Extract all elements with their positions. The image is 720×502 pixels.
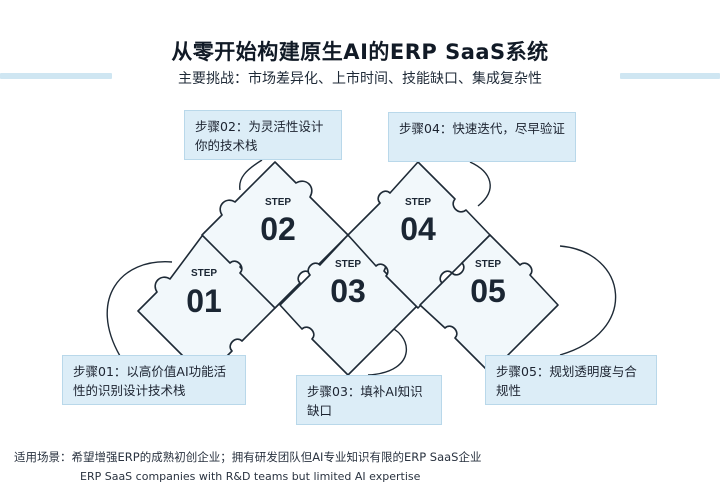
callout-step-03-text: 步骤03：填补AI知识缺口	[307, 384, 423, 418]
step-01-label: STEP	[191, 268, 217, 279]
callout-step-01: 步骤01：以高价值AI功能活性的识别设计技术栈	[62, 355, 246, 405]
page-subtitle: 主要挑战：市场差异化、上市时间、技能缺口、集成复杂性	[178, 71, 542, 87]
footer-use-case-en: ERP SaaS companies with R&D teams but li…	[80, 470, 421, 483]
callout-step-05-text: 步骤05：规划透明度与合规性	[496, 364, 637, 398]
decorative-bar-left	[0, 73, 112, 79]
step-03-number: 03	[330, 273, 366, 309]
step-01-number: 01	[186, 283, 222, 319]
callout-step-02-text: 步骤02：为灵活性设计你的技术栈	[195, 119, 324, 153]
callout-step-03: 步骤03：填补AI知识缺口	[296, 375, 442, 425]
step-02-number: 02	[260, 211, 296, 247]
connector-step02	[239, 159, 263, 191]
step-02-label: STEP	[265, 197, 291, 208]
step-05-label: STEP	[475, 259, 501, 270]
callout-step-04: 步骤04：快速迭代，尽早验证	[388, 112, 576, 162]
page-title: 从零开始构建原生AI的ERP SaaS系统	[171, 40, 549, 64]
step-05-number: 05	[470, 273, 506, 309]
callout-step-01-text: 步骤01：以高价值AI功能活性的识别设计技术栈	[73, 364, 227, 398]
decorative-bar-right	[620, 73, 720, 79]
puzzle-piece-05	[419, 234, 559, 374]
step-04-number: 04	[400, 211, 436, 247]
footer-use-case-cn: 适用场景：希望增强ERP的成熟初创企业；拥有研发团队但AI专业知识有限的ERP …	[14, 450, 482, 464]
callout-step-04-text: 步骤04：快速迭代，尽早验证	[399, 121, 565, 136]
connector-step05	[559, 245, 617, 356]
connector-step01	[106, 261, 173, 357]
connector-step04	[469, 161, 491, 207]
puzzle-piece-04	[347, 161, 491, 309]
step-04-label: STEP	[405, 197, 431, 208]
connector-lines	[106, 159, 617, 376]
callout-step-05: 步骤05：规划透明度与合规性	[485, 355, 657, 405]
callout-step-02: 步骤02：为灵活性设计你的技术栈	[184, 110, 342, 160]
step-03-label: STEP	[335, 259, 361, 270]
